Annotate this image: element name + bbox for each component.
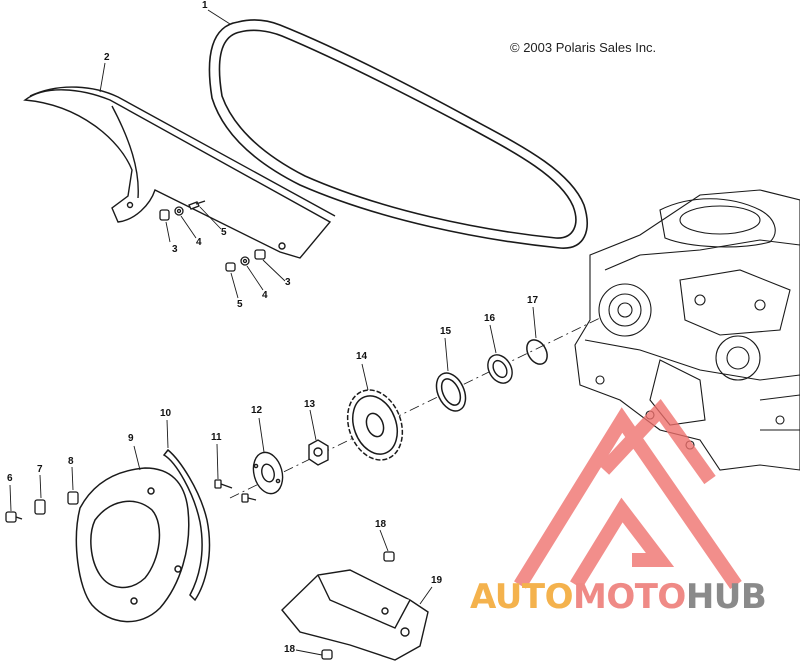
part-label-5-lower: 5 xyxy=(237,299,243,310)
watermark-text: AUTOMOTOHUB xyxy=(470,577,767,617)
part-label-15: 15 xyxy=(440,326,452,337)
sprocket xyxy=(346,389,404,461)
screw xyxy=(5,511,23,523)
part-label-2: 2 xyxy=(104,52,110,63)
clutch-cover xyxy=(75,467,190,623)
seal xyxy=(487,354,513,384)
part-label-3-lower: 3 xyxy=(285,277,291,288)
part-label-8: 8 xyxy=(68,456,74,467)
part-label-7: 7 xyxy=(37,464,43,475)
part-label-4-lower: 4 xyxy=(262,290,268,301)
watermark-auto: AUTO xyxy=(470,577,573,617)
retainer-plate xyxy=(252,451,284,495)
watermark-logo-mark xyxy=(514,398,742,589)
part-label-1: 1 xyxy=(202,0,208,11)
part-label-17: 17 xyxy=(527,295,539,306)
o-ring xyxy=(526,339,548,365)
belt-guard xyxy=(23,86,336,259)
part-label-18-upper: 18 xyxy=(375,519,387,530)
part-label-5-upper: 5 xyxy=(221,227,227,238)
part-label-6: 6 xyxy=(7,473,13,484)
part-label-4-upper: 4 xyxy=(196,237,202,248)
bearing-ring xyxy=(435,372,467,412)
spacer xyxy=(34,499,46,515)
part-label-9: 9 xyxy=(128,433,134,444)
leader-lines xyxy=(9,9,537,656)
engine-block xyxy=(574,189,800,471)
hex-nut xyxy=(308,439,329,466)
mount-bracket xyxy=(281,569,429,661)
dowel-pin xyxy=(67,491,79,505)
cover-bolts xyxy=(214,479,257,503)
lower-fastener-cluster xyxy=(225,249,266,272)
part-label-18-lower: 18 xyxy=(284,644,296,655)
part-label-12: 12 xyxy=(251,405,263,416)
drive-belt xyxy=(208,19,588,249)
copyright-notice: © 2003 Polaris Sales Inc. xyxy=(510,40,657,55)
watermark-moto: MOTO xyxy=(572,577,686,617)
bracket-bolts xyxy=(321,551,395,660)
part-label-10: 10 xyxy=(160,408,172,419)
watermark-hub: HUB xyxy=(685,577,767,617)
part-label-3-upper: 3 xyxy=(172,244,178,255)
assembly-centerline xyxy=(229,317,601,499)
part-label-14: 14 xyxy=(356,351,368,362)
upper-fastener-cluster xyxy=(159,200,206,221)
part-label-16: 16 xyxy=(484,313,496,324)
part-label-11: 11 xyxy=(211,432,222,443)
part-label-13: 13 xyxy=(304,399,316,410)
cover-gasket xyxy=(162,448,211,602)
part-label-19: 19 xyxy=(431,575,443,586)
